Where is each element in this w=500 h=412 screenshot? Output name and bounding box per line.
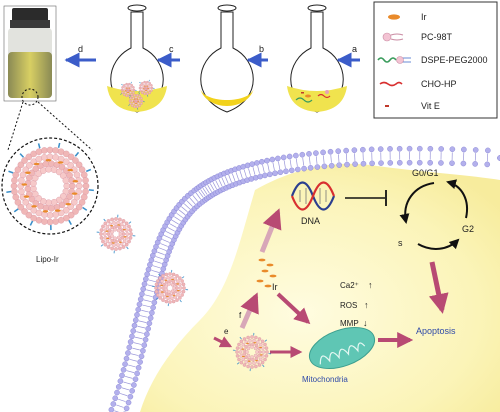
legend-vit-e: Vit E [421,101,440,111]
vial-photo [3,5,57,102]
step-a-label: a [352,44,357,54]
ca2-label: Ca2⁺ [340,281,359,290]
apoptosis-label: Apoptosis [416,326,456,336]
step-f-label: f [239,311,242,320]
internalized-liposome [232,332,272,372]
liposome-uptake-path [96,214,189,307]
step-c-label: c [169,44,174,54]
ros-label: ROS [340,301,357,310]
flask-liposomes [120,79,155,110]
mitochondria [308,326,376,370]
mmp-label: MMP [340,319,359,328]
legend: Ir PC-98T DSPE-PEG2000 CHO-HP Vit E [373,1,498,119]
liposome-release-arrow [239,292,259,330]
phase-s: s [398,238,403,248]
ir-to-mitochondria-arrow [276,292,311,325]
phospholipid-icon [382,32,404,42]
ir-to-dna-arrow [259,208,282,253]
flask-2 [200,4,254,113]
mitochondria-label: Mitochondria [302,375,348,384]
cell-cycle [399,179,468,250]
step-b-label: b [259,44,264,54]
dna-label: DNA [301,216,320,226]
vitamin-e-icon [385,105,389,107]
phase-g2: G2 [462,224,474,234]
zoom-line-right [37,101,93,151]
zoom-line-left [7,101,24,151]
phase-g0g1: G0/G1 [412,168,439,178]
mmp-down-arrow-icon: ↓ [363,318,368,328]
flask-3-contents [295,90,331,103]
zoom-origin-circle [21,88,39,106]
endocytosis-arrow [213,336,233,348]
legend-pc98t: PC-98T [421,32,453,42]
legend-dspe-peg2000: DSPE-PEG2000 [421,55,488,65]
legend-ir: Ir [421,12,427,22]
cell-membrane [108,145,500,412]
dna-helix [290,181,336,211]
ir-label: Ir [272,282,278,292]
legend-cho-hp: CHO-HP [421,79,457,89]
step-e-label: e [224,327,229,336]
peg-lipid-icon [377,56,411,64]
ros-up-arrow-icon: ↑ [364,300,369,310]
step-d-label: d [78,44,83,54]
cytoplasm [140,163,500,412]
lipo-ir-large-liposome [6,142,94,231]
cholesterol-icon [379,81,403,87]
ir-particles [256,258,277,288]
cycle-to-apoptosis-arrow [428,261,449,314]
lipo-ir-label: Lipo-Ir [36,255,59,264]
ir-ellipse-icon [388,14,400,20]
ca2-up-arrow-icon: ↑ [368,280,373,290]
